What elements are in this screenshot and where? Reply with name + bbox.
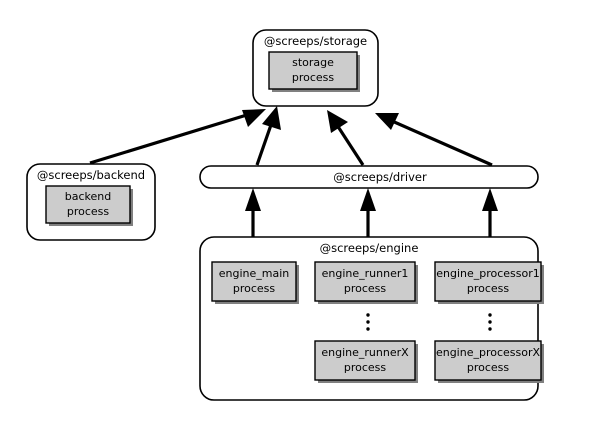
group-storage-label: @screeps/storage [264,34,367,48]
process-engine-main: engine_main process [211,261,299,304]
group-driver-label: @screeps/driver [333,170,427,184]
process-engine-processorx-line2: process [467,361,510,374]
group-storage: @screeps/storage storage process [252,29,379,107]
group-engine-label: @screeps/engine [320,241,419,255]
process-storage-process-line2: process [292,71,335,84]
process-engine-runner1-line2: process [344,282,387,295]
group-backend-label: @screeps/backend [37,168,145,182]
process-storage-process: storage process [268,51,360,92]
edge-driver-to-storage-left [255,106,281,166]
group-engine: @screeps/engine engine_main process engi… [199,236,544,401]
process-backend-process: backend process [45,185,133,226]
group-driver: @screeps/driver [199,165,539,189]
runner-ellipsis-icon [366,313,370,331]
processor-ellipsis-icon [488,313,492,331]
process-engine-processor1: engine_processor1 process [434,261,544,304]
process-engine-processorx: engine_processorX process [434,340,544,383]
group-backend: @screeps/backend backend process [26,163,156,241]
process-backend-process-line2: process [67,205,110,218]
edge-driver-to-storage-right [375,113,493,167]
process-storage-process-line1: storage [292,56,334,69]
process-engine-runner1: engine_runner1 process [314,261,418,304]
edge-backend-to-storage [89,109,266,165]
process-engine-runnerx-line1: engine_runnerX [321,346,409,359]
process-engine-runnerx: engine_runnerX process [314,340,418,383]
process-backend-process-line1: backend [65,190,111,203]
process-engine-main-line1: engine_main [219,267,290,280]
edge-engine-to-driver-mid [360,188,376,237]
edge-engine-to-driver-left [245,188,261,237]
process-engine-main-line2: process [233,282,276,295]
process-engine-processor1-line2: process [467,282,510,295]
process-engine-runnerx-line2: process [344,361,387,374]
process-engine-processor1-line1: engine_processor1 [436,267,540,280]
process-engine-processorx-line1: engine_processorX [436,346,541,359]
edge-driver-to-storage-mid [327,110,365,166]
edge-engine-to-driver-right [482,188,498,237]
process-engine-runner1-line1: engine_runner1 [322,267,409,280]
